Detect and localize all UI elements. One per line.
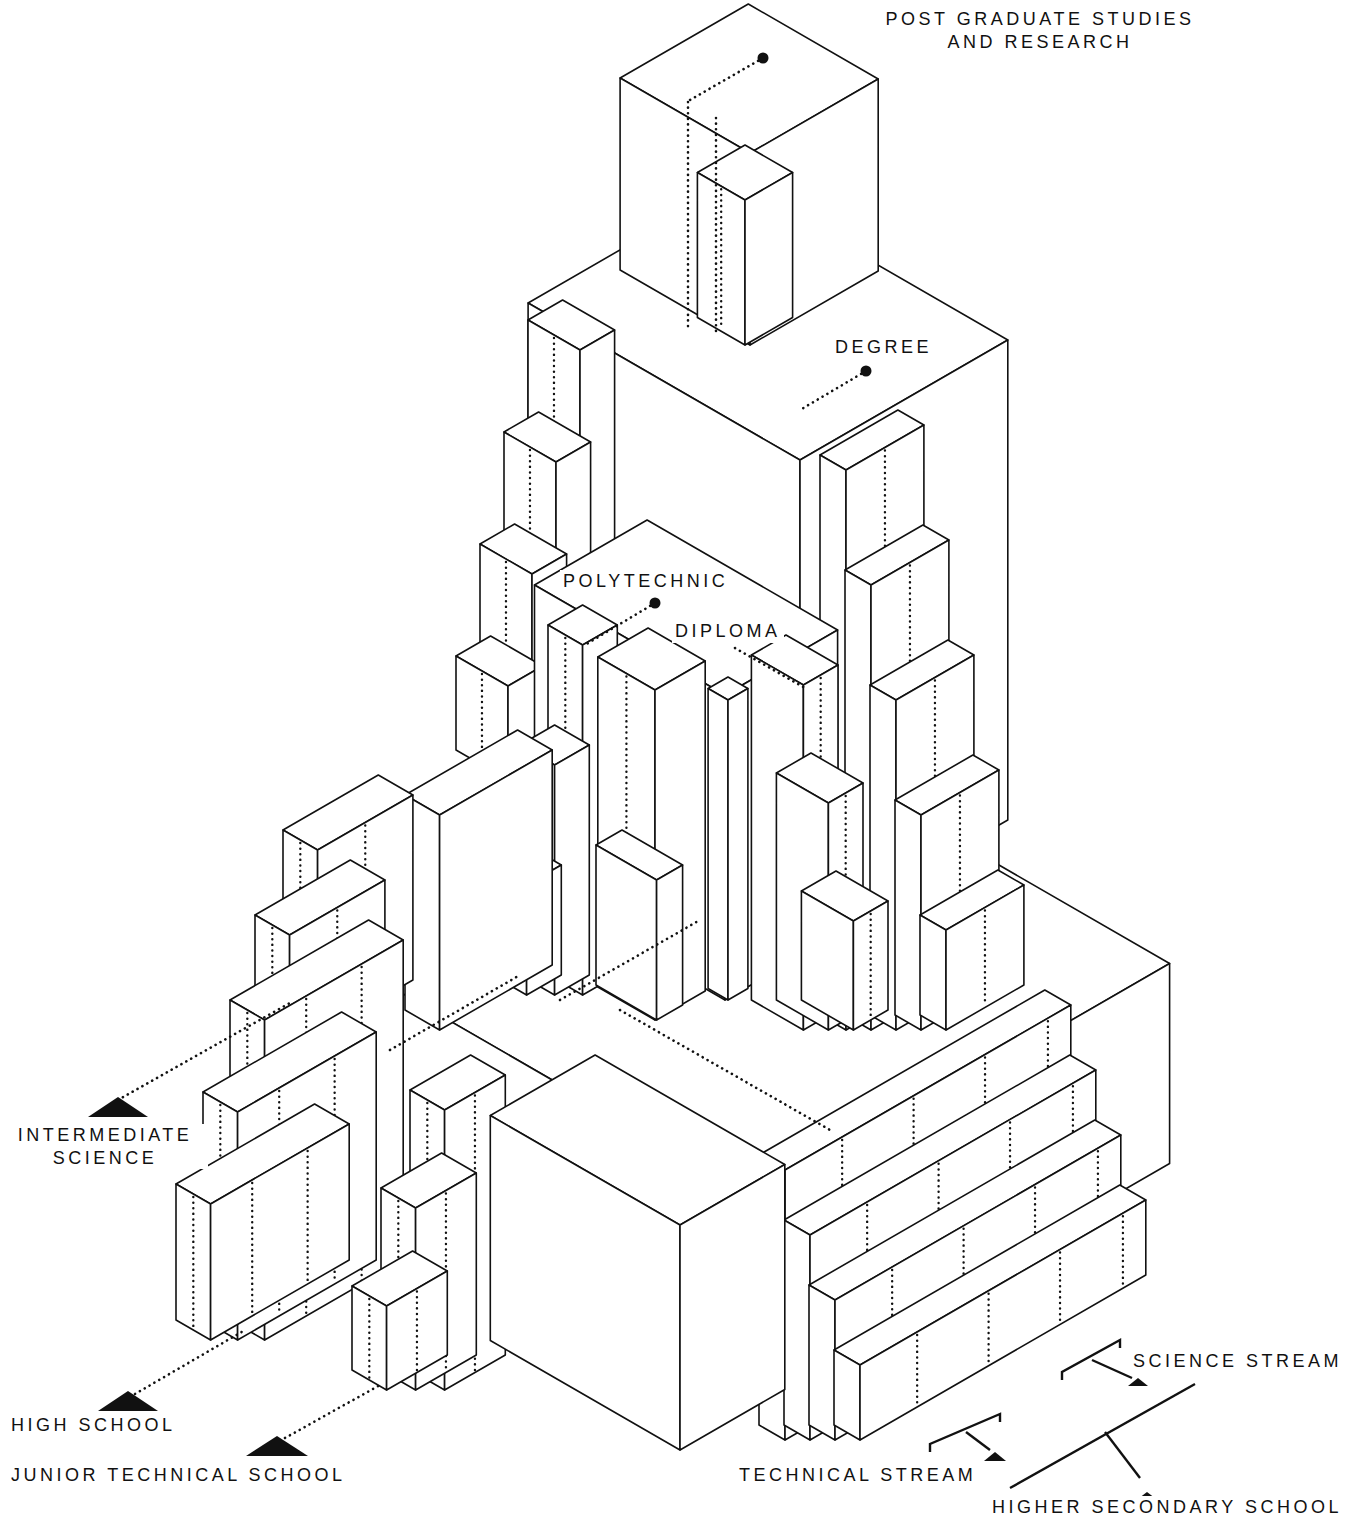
level-label: DIPLOMA (672, 620, 784, 643)
iso-block (405, 730, 552, 1030)
marker-triangle (88, 1097, 148, 1117)
block-face (680, 1165, 785, 1451)
dotted-leader (118, 1003, 290, 1100)
block-face (745, 173, 793, 346)
block-face (809, 1285, 835, 1440)
dotted-path (984, 911, 986, 1006)
dotted-path (987, 1294, 989, 1364)
block-face (657, 865, 683, 1020)
iso-block (834, 1185, 1146, 1440)
block-face (596, 845, 657, 1020)
block-face (784, 1220, 810, 1440)
stream-bracket (1105, 1432, 1140, 1478)
block-face (920, 915, 946, 1030)
iso-block (801, 871, 888, 1030)
level-dot (758, 53, 769, 64)
dotted-leader (735, 648, 805, 688)
dotted-path (306, 1151, 308, 1282)
level-label: SCIENCE STREAM (1130, 1350, 1345, 1373)
marker-triangle (246, 1436, 308, 1456)
block-face (211, 1124, 350, 1340)
marker-triangle (98, 1391, 158, 1411)
leader-lines (118, 58, 866, 1438)
level-dot (861, 366, 872, 377)
dotted-path (251, 1183, 253, 1314)
block-face (352, 1286, 387, 1390)
stream-bracket (1062, 1340, 1120, 1380)
dotted-leader (285, 1385, 380, 1438)
dotted-leader (585, 603, 655, 645)
dotted-path (720, 189, 722, 329)
iso-block (920, 870, 1024, 1030)
level-label: POLYTECHNIC (560, 570, 731, 593)
level-label: POST GRADUATE STUDIES AND RESEARCH (862, 8, 1218, 53)
block-face (895, 800, 921, 1030)
stream-bracket (1092, 1360, 1132, 1378)
level-dots (650, 53, 872, 609)
iso-block (596, 830, 683, 1020)
dotted-leader (800, 371, 866, 410)
level-label: TECHNICAL STREAM (736, 1464, 979, 1487)
marker-triangle (1128, 1378, 1148, 1386)
block-face (176, 1184, 211, 1340)
stream-bracket (966, 1432, 990, 1450)
markers (88, 1097, 1176, 1514)
marker-triangle (984, 1452, 1006, 1461)
level-label: DEGREE (832, 336, 935, 359)
dotted-leader (135, 1330, 245, 1394)
block-face (620, 78, 750, 345)
level-label: JUNIOR TECHNICAL SCHOOL (8, 1464, 349, 1487)
dotted-path (869, 914, 871, 1018)
level-label: INTERMEDIATE SCIENCE (2, 1124, 208, 1169)
block-face (728, 689, 748, 1001)
iso-block (490, 1055, 785, 1450)
iso-block (708, 677, 748, 1000)
iso-block (620, 4, 878, 345)
iso-block (697, 145, 792, 345)
dotted-path (192, 1197, 194, 1328)
block-face (697, 173, 745, 346)
iso-block (352, 1251, 447, 1390)
level-dot (650, 598, 661, 609)
block-face (655, 661, 705, 1020)
dotted-leader (715, 118, 718, 335)
block-face (490, 1116, 680, 1451)
dotted-path (368, 1299, 370, 1378)
dotted-leader (687, 102, 690, 330)
dotted-path (1059, 1253, 1061, 1323)
block-face (860, 1200, 1146, 1440)
block-face (801, 891, 853, 1030)
dotted-leader (620, 1010, 830, 1130)
dotted-path (916, 1335, 918, 1405)
dotted-leader (390, 975, 520, 1050)
stream-bracket (930, 1414, 1000, 1452)
dotted-leader (690, 58, 763, 100)
level-label: HIGHER SECONDARY SCHOOL (989, 1496, 1345, 1519)
dotted-leader (560, 920, 700, 1000)
level-label: HIGH SCHOOL (8, 1414, 179, 1437)
block-face (387, 1271, 448, 1390)
block-face (853, 901, 888, 1030)
dotted-path (416, 1292, 418, 1371)
stream-bracket (1010, 1384, 1195, 1488)
block-face (708, 689, 728, 1001)
block-face (834, 1350, 860, 1440)
dotted-path (1122, 1216, 1124, 1286)
